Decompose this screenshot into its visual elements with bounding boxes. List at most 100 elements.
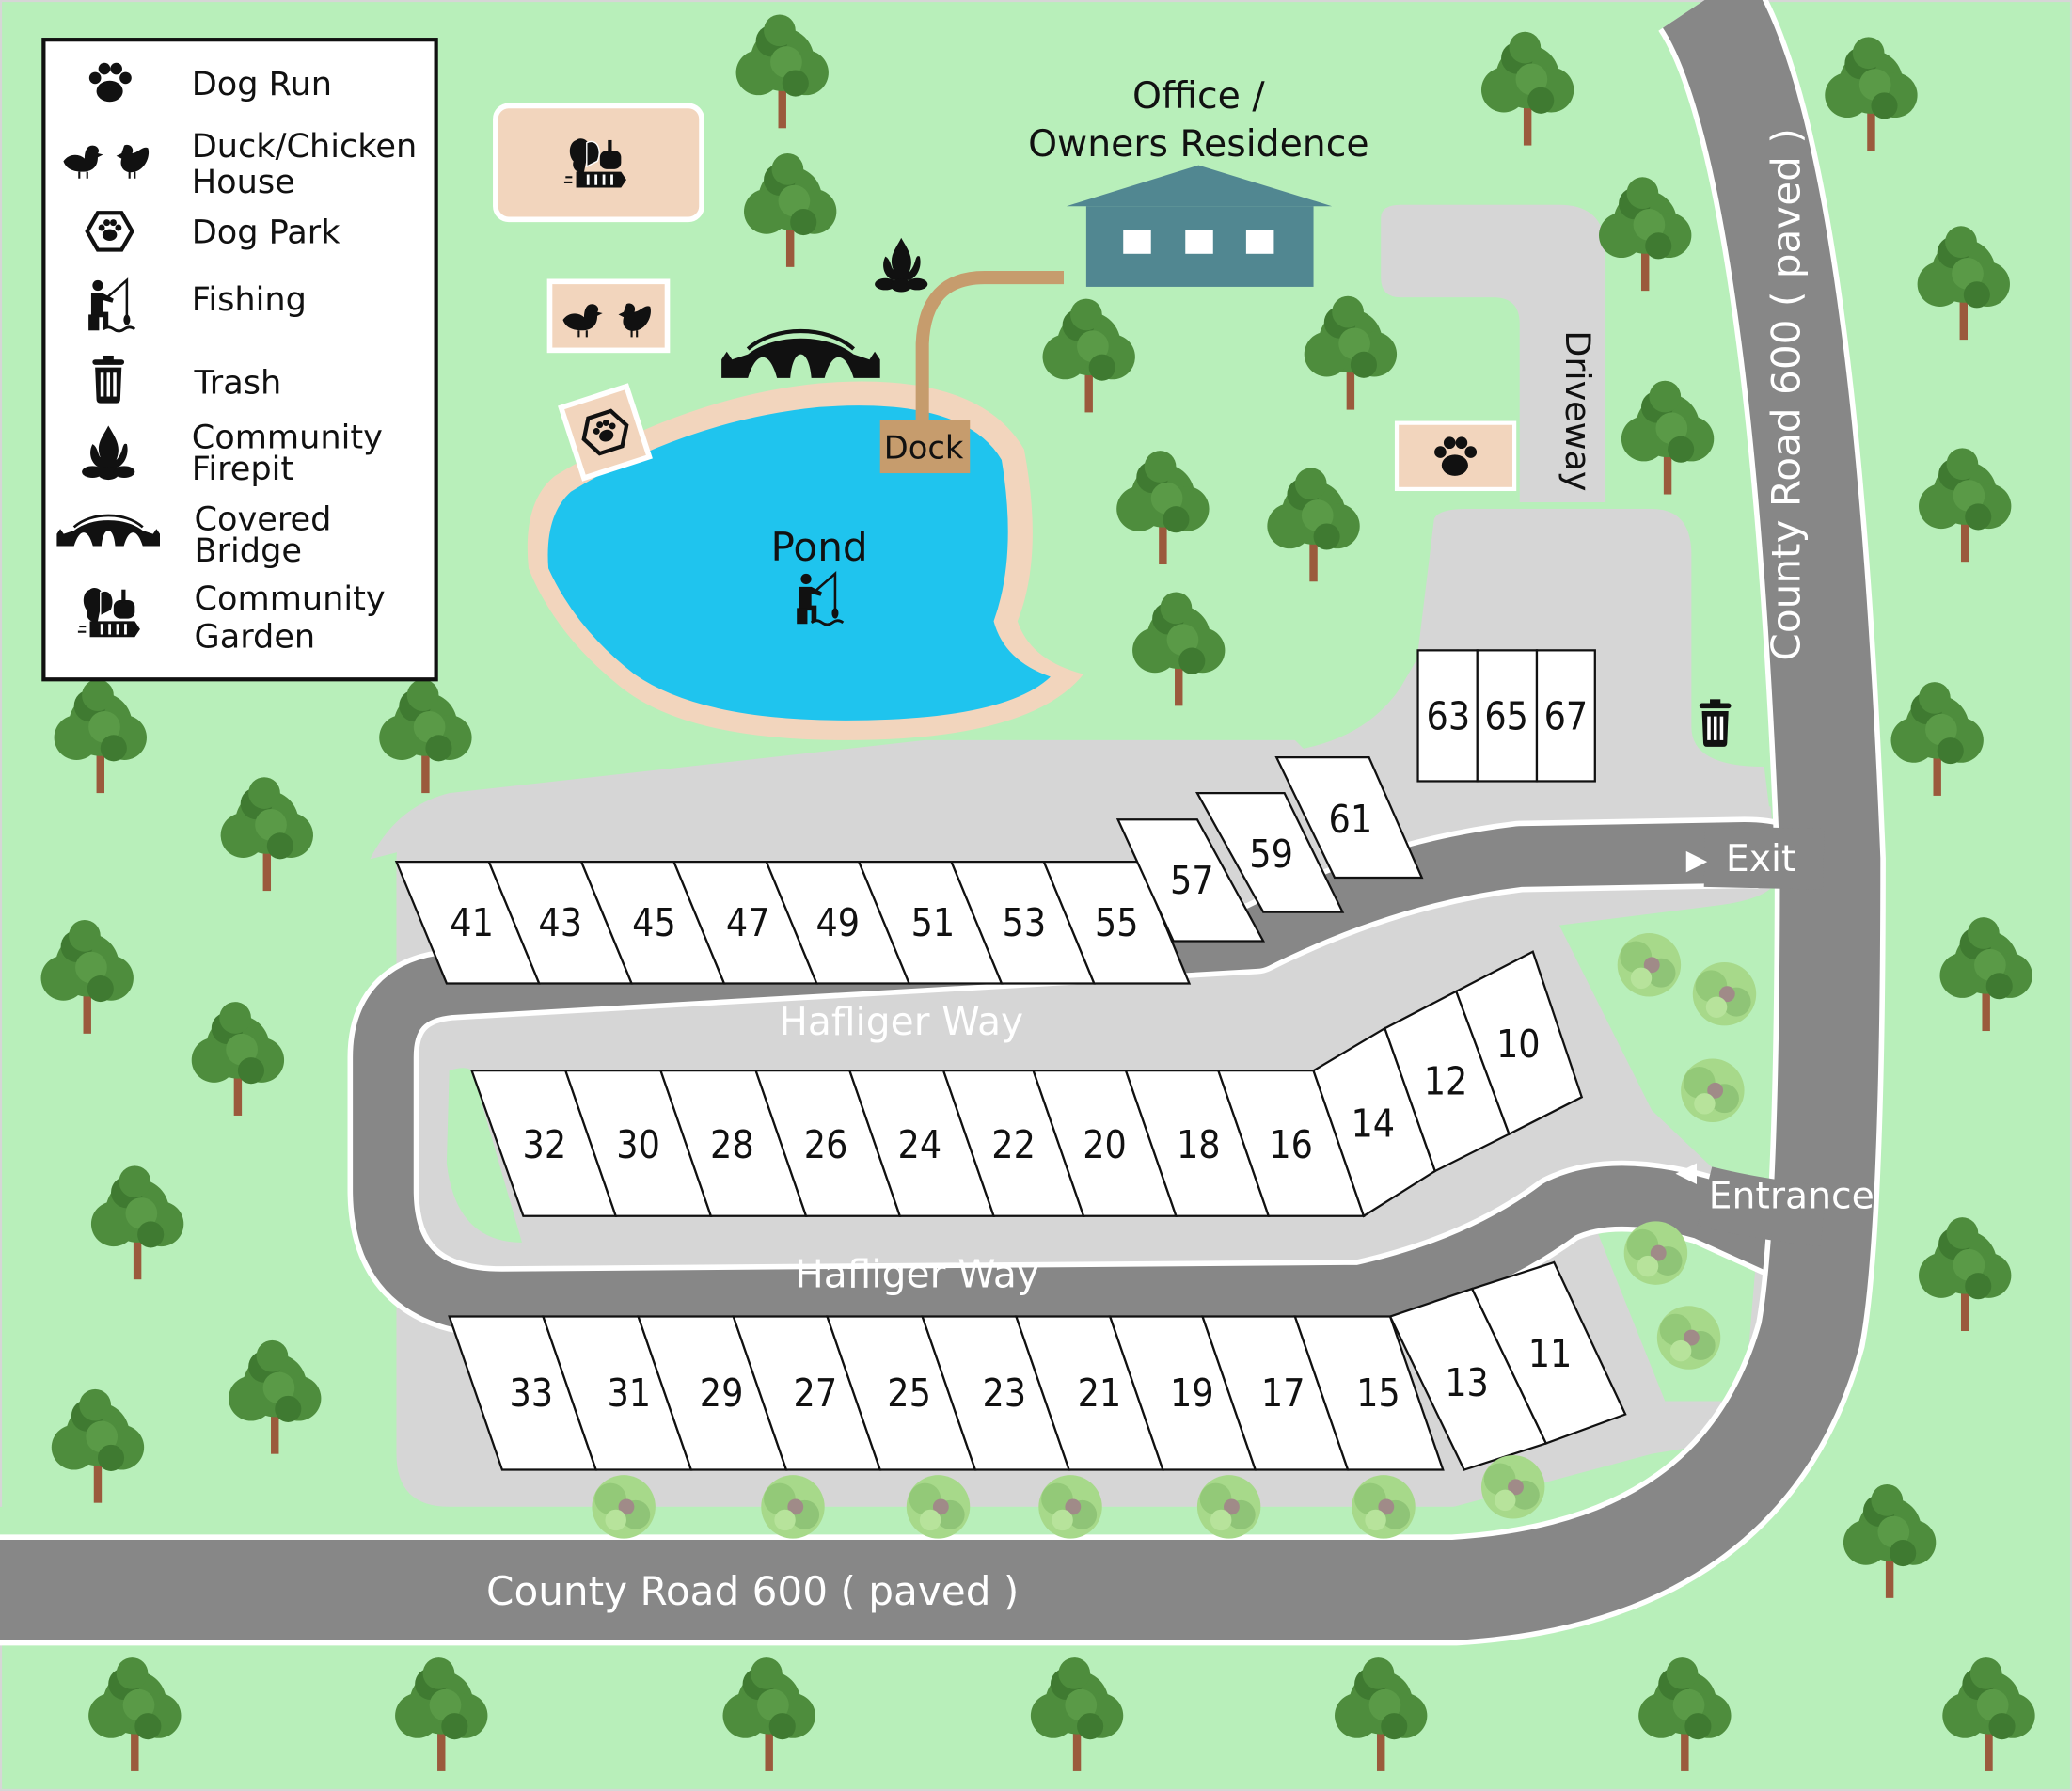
dock-path xyxy=(915,271,1065,426)
office-building[interactable] xyxy=(1066,165,1333,287)
svg-text:59: 59 xyxy=(1249,832,1293,877)
svg-text:53: 53 xyxy=(1003,900,1047,945)
svg-text:Fishing: Fishing xyxy=(192,280,307,319)
svg-text:18: 18 xyxy=(1177,1122,1221,1167)
svg-text:Dog Park: Dog Park xyxy=(192,214,340,252)
svg-text:65: 65 xyxy=(1484,694,1528,739)
lot-65[interactable]: 65 xyxy=(1476,649,1539,783)
lot-32[interactable]: 32 xyxy=(469,1070,618,1217)
svg-text:19: 19 xyxy=(1170,1371,1214,1416)
lot-28[interactable]: 28 xyxy=(658,1070,808,1217)
svg-text:12: 12 xyxy=(1424,1058,1468,1103)
svg-text:24: 24 xyxy=(898,1122,942,1167)
lot-29[interactable]: 29 xyxy=(637,1315,788,1471)
legend-item-duck-chicken-house: Duck/Chicken House xyxy=(62,127,417,201)
driveway-label: Driveway xyxy=(1558,330,1598,491)
svg-text:43: 43 xyxy=(538,900,582,945)
lot-16[interactable]: 16 xyxy=(1216,1070,1366,1217)
grass-strip-bottom xyxy=(0,1440,1732,1541)
trash-icon[interactable] xyxy=(1699,699,1732,747)
pond-label: Pond xyxy=(771,524,868,570)
svg-text:11: 11 xyxy=(1528,1331,1573,1376)
lot-55[interactable]: 55 xyxy=(1042,861,1192,985)
lot-11[interactable]: 11 xyxy=(1470,1260,1627,1445)
hafliger-way-label-upper: Hafliger Way xyxy=(779,999,1023,1044)
svg-text:31: 31 xyxy=(607,1371,651,1416)
lot-63[interactable]: 63 xyxy=(1416,649,1479,783)
svg-text:16: 16 xyxy=(1269,1122,1313,1167)
inner-loop-grass xyxy=(446,1068,522,1243)
svg-text:20: 20 xyxy=(1083,1122,1127,1167)
lots-middle-angle: 14 12 10 xyxy=(1312,950,1584,1218)
lot-25[interactable]: 25 xyxy=(825,1315,977,1471)
lots-corner: 63 65 67 xyxy=(1416,649,1596,783)
svg-text:25: 25 xyxy=(887,1371,931,1416)
lot-59[interactable]: 59 xyxy=(1194,791,1345,913)
trash-icon xyxy=(92,355,125,404)
svg-text:Trash: Trash xyxy=(194,364,282,403)
svg-text:15: 15 xyxy=(1356,1371,1400,1416)
community-garden[interactable] xyxy=(493,103,704,223)
svg-text:Garden: Garden xyxy=(195,618,316,657)
svg-text:26: 26 xyxy=(804,1122,848,1167)
svg-text:Dog Run: Dog Run xyxy=(192,65,332,103)
dock-label: Dock xyxy=(884,430,964,467)
hafliger-way-label-lower: Hafliger Way xyxy=(795,1252,1039,1297)
svg-text:27: 27 xyxy=(794,1371,838,1416)
svg-text:House: House xyxy=(192,163,295,201)
lot-18[interactable]: 18 xyxy=(1124,1070,1271,1217)
legend: Dog Run Duck/Chicken House Dog Park Fish… xyxy=(41,38,438,682)
svg-text:63: 63 xyxy=(1427,694,1471,739)
lot-61[interactable]: 61 xyxy=(1274,756,1424,880)
svg-text:Duck/Chicken: Duck/Chicken xyxy=(192,127,417,166)
exit-arrow-icon xyxy=(1685,850,1708,873)
office-label: Office / xyxy=(1132,74,1265,118)
lot-17[interactable]: 17 xyxy=(1200,1315,1350,1471)
lots-lower-row: 33 31 29 27 25 23 21 19 17 15 xyxy=(448,1315,1445,1471)
svg-text:Community: Community xyxy=(192,418,383,456)
lots-upper-row: 41 43 45 47 49 51 53 55 xyxy=(394,861,1192,985)
svg-text:28: 28 xyxy=(710,1122,754,1167)
lot-10[interactable]: 10 xyxy=(1454,950,1584,1136)
dock xyxy=(879,420,971,474)
legend-item-trash: Trash xyxy=(92,355,282,404)
lot-15[interactable]: 15 xyxy=(1293,1315,1445,1471)
lot-51[interactable]: 51 xyxy=(857,861,1004,985)
lot-67[interactable]: 67 xyxy=(1535,649,1596,783)
lot-22[interactable]: 22 xyxy=(941,1070,1085,1217)
svg-text:Covered: Covered xyxy=(195,499,332,538)
exit-connector xyxy=(1703,826,1825,890)
legend-item-dog-run: Dog Run xyxy=(88,62,332,103)
lot-49[interactable]: 49 xyxy=(765,861,911,985)
svg-text:29: 29 xyxy=(700,1371,744,1416)
svg-text:Community: Community xyxy=(195,579,386,618)
legend-item-dog-park: Dog Park xyxy=(87,213,340,251)
svg-text:61: 61 xyxy=(1329,797,1373,842)
lot-57[interactable]: 57 xyxy=(1115,818,1266,943)
legend-item-fishing: Fishing xyxy=(87,278,307,333)
legend-item-community-garden: Community Garden xyxy=(76,579,386,657)
lot-19[interactable]: 19 xyxy=(1108,1315,1257,1471)
office-label-line2: Owners Residence xyxy=(1028,122,1368,166)
svg-text:33: 33 xyxy=(509,1371,553,1416)
svg-text:49: 49 xyxy=(815,900,860,945)
svg-text:Bridge: Bridge xyxy=(195,531,302,570)
lots-middle-row: 32 30 28 26 24 22 20 18 16 xyxy=(469,1070,1366,1217)
entrance-arrow-icon xyxy=(1675,1163,1697,1185)
hafliger-way-road xyxy=(347,816,1813,1339)
svg-text:45: 45 xyxy=(632,900,676,945)
lot-24[interactable]: 24 xyxy=(847,1070,996,1217)
lot-26[interactable]: 26 xyxy=(754,1070,902,1217)
svg-text:47: 47 xyxy=(726,900,770,945)
lot-31[interactable]: 31 xyxy=(541,1315,693,1471)
dog-park[interactable] xyxy=(558,383,653,482)
svg-text:17: 17 xyxy=(1261,1371,1305,1416)
svg-text:14: 14 xyxy=(1351,1101,1395,1146)
dog-run[interactable] xyxy=(1394,420,1517,492)
duck-chicken-house[interactable] xyxy=(546,278,671,354)
lots-upper-step: 57 59 61 xyxy=(1115,756,1424,943)
entrance-label: Entrance xyxy=(1709,1174,1874,1217)
svg-text:67: 67 xyxy=(1544,694,1589,739)
lot-53[interactable]: 53 xyxy=(949,861,1096,985)
